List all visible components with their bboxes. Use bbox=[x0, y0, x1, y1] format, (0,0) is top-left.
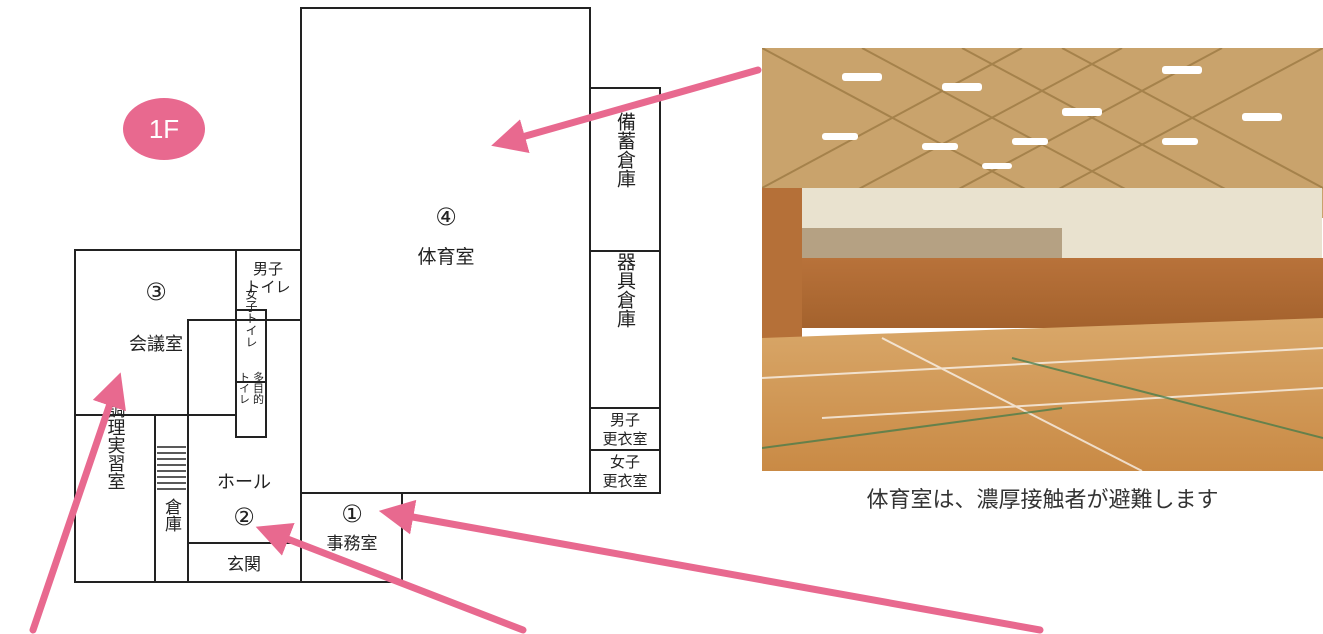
gym-name: 体育室 bbox=[417, 246, 474, 268]
womens-locker-line1: 女子 bbox=[610, 453, 640, 471]
womens-locker-line2: 更衣室 bbox=[602, 472, 647, 490]
cooking-room-label: 調理実習室 bbox=[105, 400, 126, 490]
stockpile-storage-label: 備蓄倉庫 bbox=[614, 112, 636, 188]
meeting-room-name: 会議室 bbox=[129, 334, 183, 355]
equipment-storage-label: 器具倉庫 bbox=[614, 252, 636, 328]
meeting-room bbox=[74, 249, 237, 416]
arrow-to-hall bbox=[255, 522, 527, 634]
hall-number: ② bbox=[233, 503, 255, 531]
arrow-to-gym bbox=[491, 66, 762, 154]
multipurpose-toilet-col2: 多目的 bbox=[252, 370, 265, 405]
gym-number: ④ bbox=[435, 203, 457, 231]
hall-name: ホール bbox=[217, 472, 271, 493]
meeting-room-number: ③ bbox=[145, 278, 167, 306]
arrow-to-office bbox=[378, 499, 1044, 634]
mens-locker-line1: 男子 bbox=[610, 411, 640, 429]
office-number: ① bbox=[341, 500, 363, 528]
office-room bbox=[300, 492, 403, 583]
multipurpose-toilet-col1: トイレ bbox=[238, 372, 251, 405]
floor-badge: 1F bbox=[123, 98, 205, 160]
gym-photo bbox=[762, 48, 1323, 471]
office-name: 事務室 bbox=[327, 534, 378, 554]
stairs bbox=[157, 446, 186, 490]
mens-toilet-line2: トイレ bbox=[245, 278, 290, 296]
multipurpose-toilet-room bbox=[235, 381, 267, 438]
arrow-to-meeting-room bbox=[29, 372, 126, 634]
womens-toilet-label: 女子トイレ bbox=[244, 287, 258, 348]
mens-locker-line2: 更衣室 bbox=[602, 430, 647, 448]
womens-locker-room bbox=[589, 449, 661, 494]
entrance-label: 玄関 bbox=[227, 555, 261, 575]
mens-toilet-line1: 男子 bbox=[253, 260, 283, 278]
storage-label: 倉庫 bbox=[161, 498, 182, 532]
floor-badge-label: 1F bbox=[148, 113, 180, 144]
photo-caption: 体育室は、濃厚接触者が避難します bbox=[866, 488, 1219, 513]
